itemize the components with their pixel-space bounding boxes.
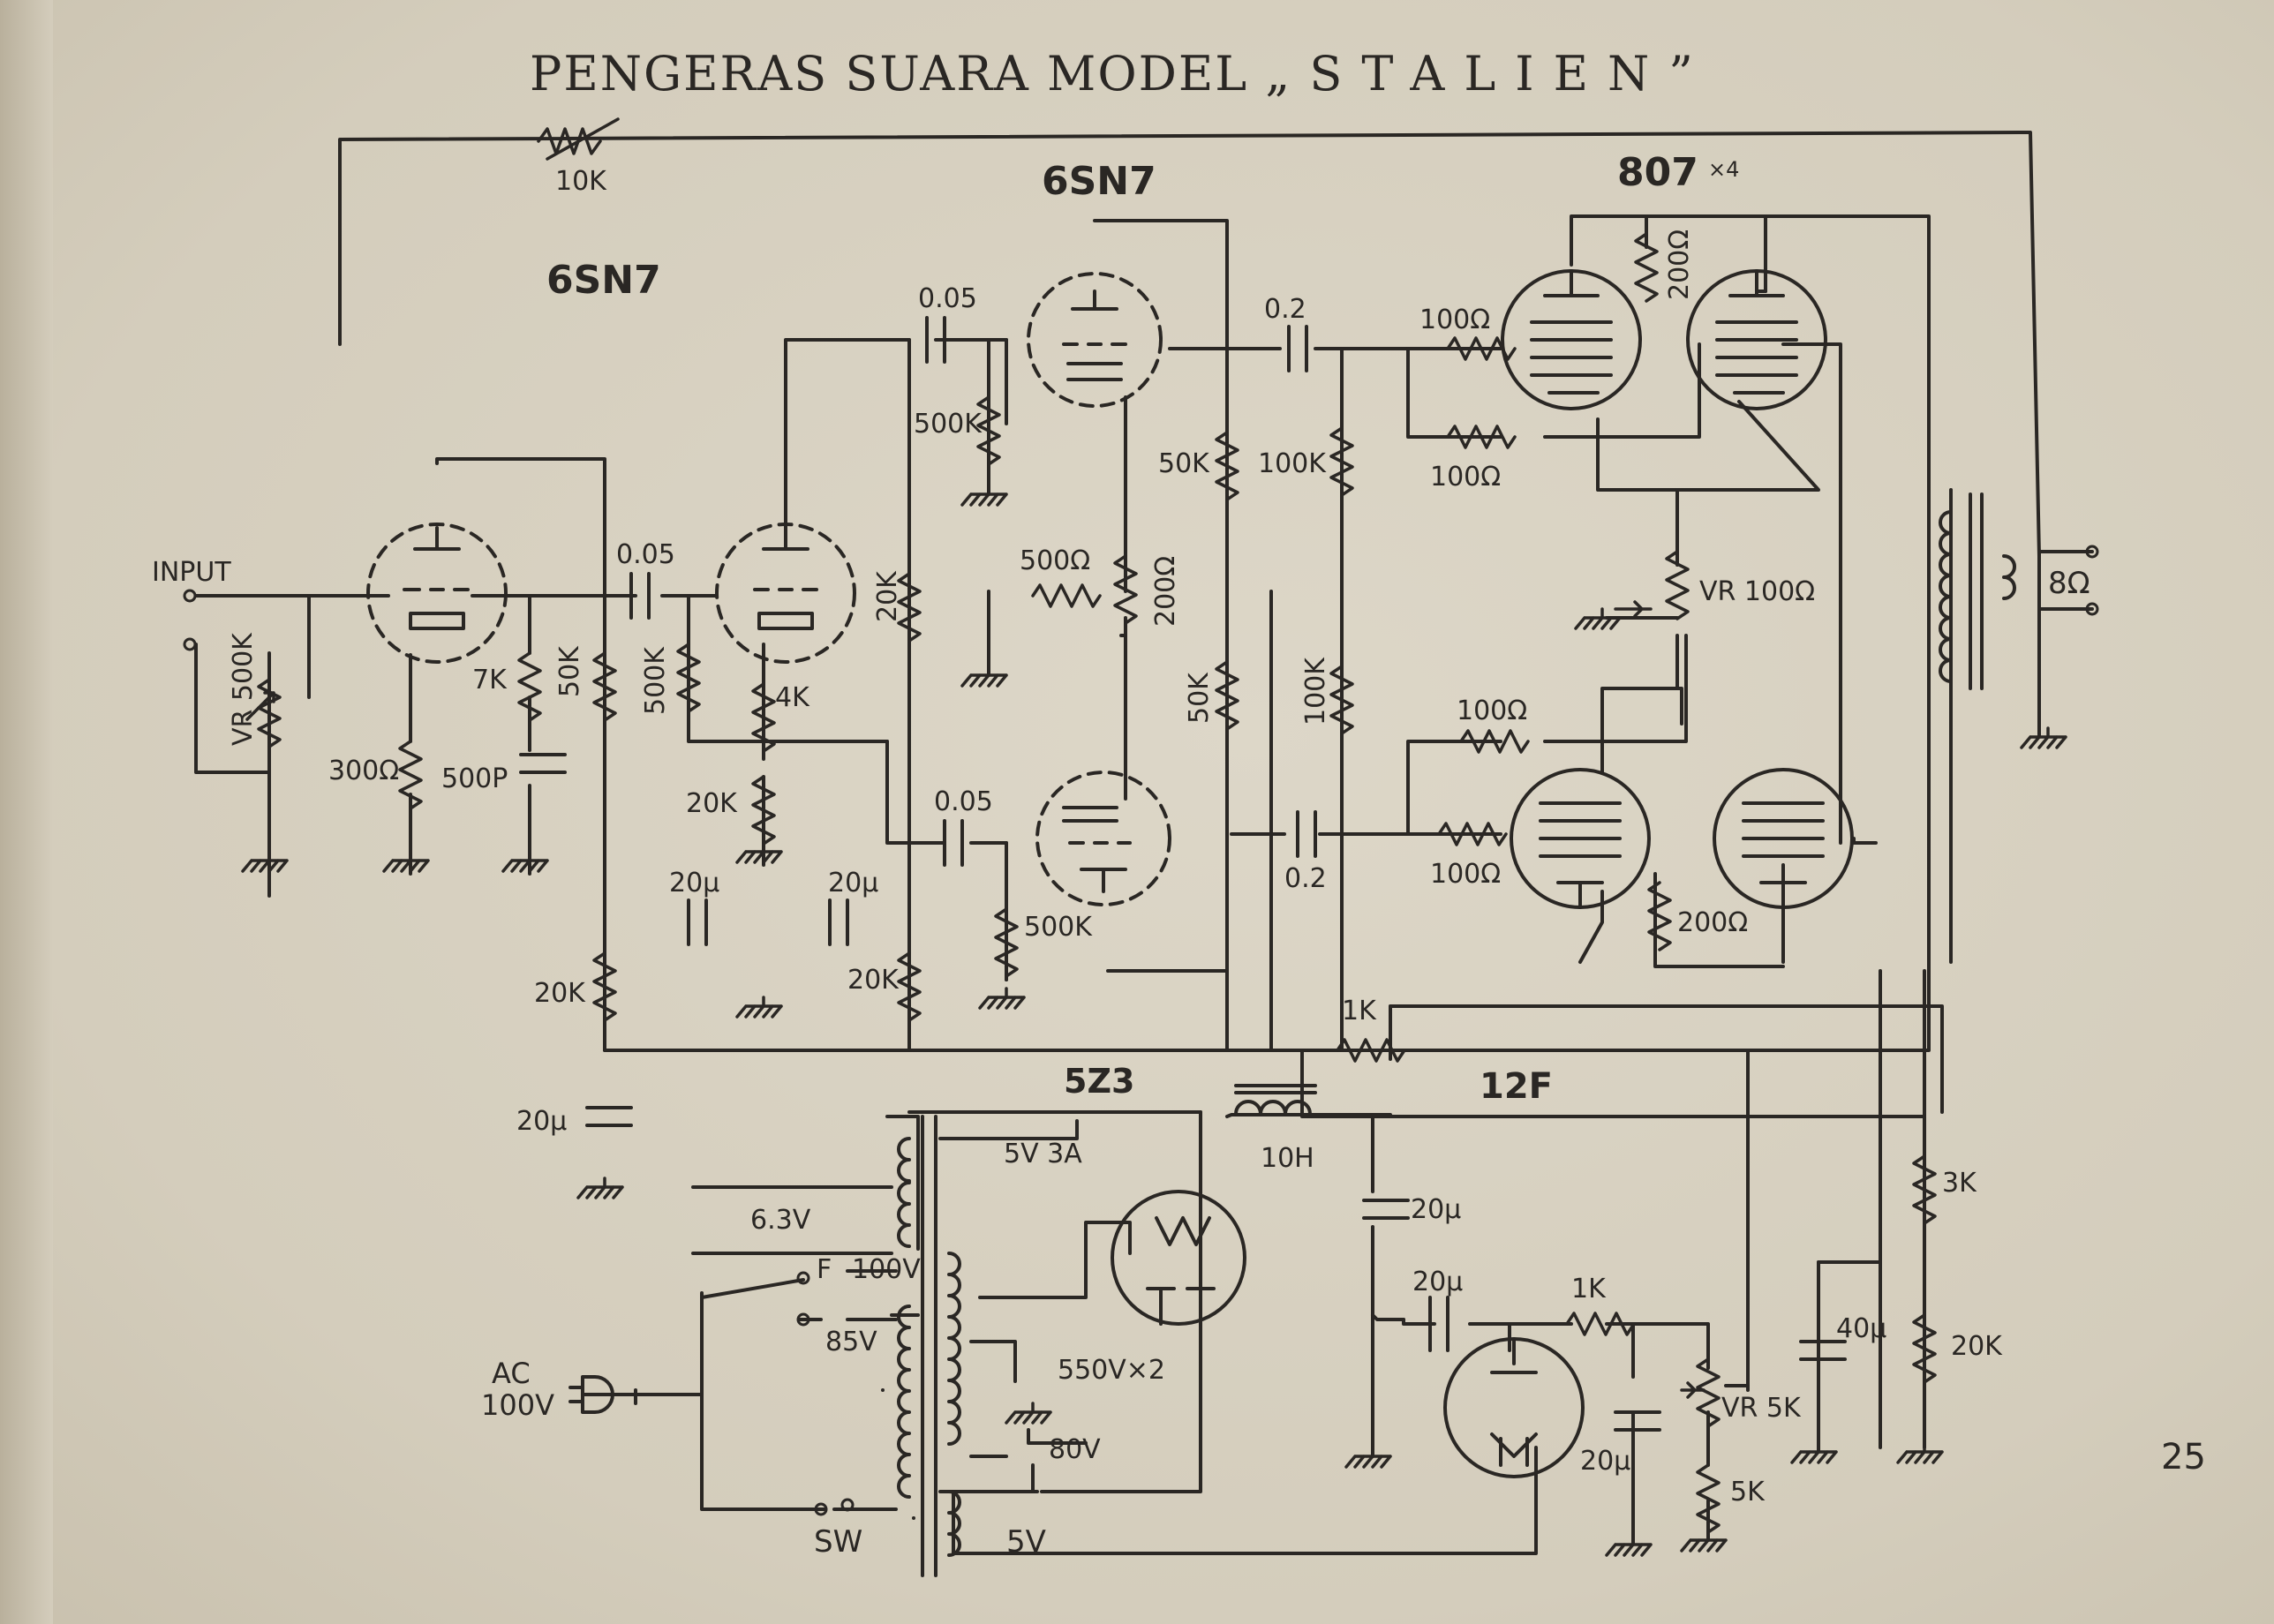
tube-v2 [715, 523, 856, 664]
c20u-b-label: 20μ [828, 868, 878, 898]
tube-v3a [1027, 272, 1163, 408]
ac-plug-icon [568, 1375, 614, 1414]
r500k-b-label: 500K [914, 409, 983, 440]
feedback-10k-label: 10K [555, 166, 607, 197]
r200-b-label: 200Ω [1664, 229, 1695, 300]
tube-807-1 [1501, 269, 1642, 410]
resistors [245, 117, 1937, 1534]
power-transformer [897, 1115, 961, 1577]
tube-v2-label: 6SN7 [1042, 159, 1156, 204]
r500k-a-label: 500K [640, 646, 671, 715]
r300-label: 300Ω [328, 756, 399, 786]
choke-label: 10H [1261, 1143, 1314, 1174]
c005-c-label: 0.05 [934, 786, 993, 817]
diagram-title: PENGERAS SUARA MODEL „STALIEN” [530, 46, 1766, 102]
output-transformer [1939, 492, 2016, 690]
r1k-a-label: 1K [1342, 996, 1377, 1026]
sec550-label: 550V×2 [1058, 1355, 1165, 1386]
tube-v1 [366, 523, 508, 664]
r20k-c-label: 20K [534, 978, 586, 1009]
terminals [183, 545, 2099, 1516]
vr500k-label: VR 500K [228, 632, 259, 746]
c20u-a-label: 20μ [669, 868, 719, 898]
tap100-label: 100V [852, 1254, 921, 1285]
r100-b-label: 100Ω [1430, 462, 1501, 492]
r20k-d-label: 20K [847, 965, 900, 996]
c02-b-label: 0.2 [1284, 863, 1327, 894]
r200-a-label: 200Ω [1150, 556, 1181, 627]
w5v-label: 5V [1006, 1524, 1046, 1560]
input-label: INPUT [152, 557, 231, 588]
r50k-c-label: 50K [1184, 672, 1215, 724]
r200-c-label: 200Ω [1677, 907, 1748, 938]
r1k-b-label: 1K [1571, 1274, 1607, 1304]
r5k-label: 5K [1730, 1477, 1766, 1507]
capacitors [519, 316, 1847, 1432]
r3k-label: 3K [1942, 1168, 1977, 1199]
r20k-e-label: 20K [1951, 1331, 2003, 1362]
r20k-a-label: 20K [686, 788, 738, 819]
c500p-label: 500P [441, 763, 508, 794]
labels: 6SN7 6SN7 807 ×4 5Z3 12F INPUT 10K VR 50… [152, 150, 2090, 1560]
speaker-8ohm-label: 8Ω [2048, 566, 2090, 601]
choke-10h [1234, 1084, 1317, 1116]
vr100-label: VR 100Ω [1699, 576, 1815, 607]
tube-807-3 [1510, 768, 1651, 909]
w63v-label: 6.3V [750, 1205, 811, 1236]
r50k-b-label: 50K [1158, 448, 1210, 479]
c005-b-label: 0.05 [918, 283, 977, 314]
ac100-label: 100V [481, 1388, 554, 1422]
title-model: „STALIEN” [1265, 46, 1713, 102]
c40u-label: 40μ [1836, 1313, 1886, 1344]
tap85-label: 85V [825, 1327, 877, 1357]
sw-label: SW [814, 1524, 862, 1560]
r100k-b-label: 100K [1300, 657, 1331, 726]
tube-807-label: 807 [1617, 150, 1698, 195]
r100-c-label: 100Ω [1457, 695, 1527, 726]
r500-label: 500Ω [1020, 545, 1090, 576]
w5v3a-label: 5V 3A [1004, 1139, 1082, 1169]
c20u-e-label: 20μ [1412, 1267, 1463, 1297]
tube-807-4 [1713, 768, 1854, 909]
r20k-b-label: 20K [872, 570, 903, 622]
tube-12f [1443, 1337, 1585, 1478]
binding-shadow [0, 0, 53, 1624]
vr5k-label: VR 5K [1721, 1393, 1802, 1424]
title-prefix: PENGERAS SUARA MODEL [530, 46, 1249, 102]
tap80-label: 80V [1049, 1434, 1101, 1465]
r100-a-label: 100Ω [1419, 304, 1490, 335]
grounds [241, 484, 2067, 1557]
r4k-label: 4K [775, 682, 810, 713]
r100-d-label: 100Ω [1430, 859, 1501, 890]
tube-807-2 [1686, 269, 1827, 410]
r500k-c-label: 500K [1024, 912, 1093, 943]
r50k-a-label: 50K [554, 645, 585, 697]
ac-label: AC [492, 1357, 531, 1390]
page-number: 25 [2161, 1437, 2206, 1477]
tube-v1-label: 6SN7 [546, 258, 661, 303]
tube-5z3-label: 5Z3 [1064, 1062, 1134, 1101]
c20u-f-label: 20μ [1580, 1446, 1630, 1477]
fuse-label: F [817, 1254, 832, 1285]
tube-807-count: ×4 [1708, 157, 1739, 182]
c20u-c-label: 20μ [516, 1106, 567, 1137]
c02-a-label: 0.2 [1264, 294, 1306, 325]
r100k-a-label: 100K [1258, 448, 1327, 479]
c005-a-label: 0.05 [616, 539, 675, 570]
r7k-label: 7K [472, 665, 508, 695]
tube-12f-label: 12F [1480, 1066, 1553, 1107]
tube-5z3 [1111, 1190, 1246, 1326]
tube-v3b [1035, 771, 1171, 906]
c20u-d-label: 20μ [1411, 1194, 1461, 1225]
